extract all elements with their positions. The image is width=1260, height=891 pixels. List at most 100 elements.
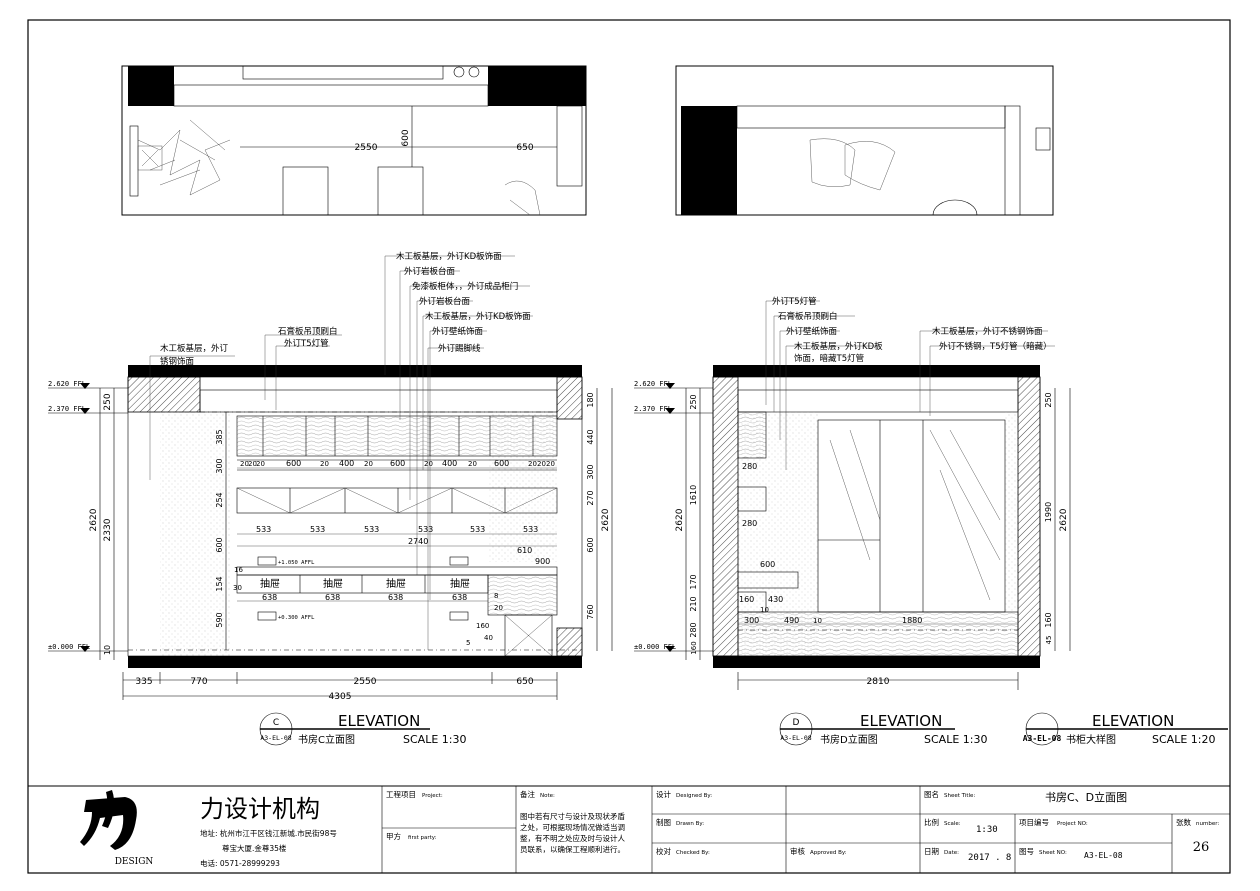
title-d-word: ELEVATION <box>860 712 942 730</box>
dim-c-small-4: 8 <box>494 592 498 600</box>
level-c-3: ±0.000 FFL <box>48 643 90 651</box>
plan-c-dim-2: 600 <box>401 129 411 146</box>
drawer-width-3: 638 <box>388 593 403 602</box>
logo-mark <box>80 790 137 850</box>
note-c-3: 免漆板柜体，，外订成品柜门 <box>412 281 518 292</box>
dim-c-mid-3: 533 <box>364 525 379 534</box>
dim-c-small-3: 5 <box>466 639 470 647</box>
dim-c-mid-5: 533 <box>470 525 485 534</box>
sheets-value: 26 <box>1193 840 1210 855</box>
dim-c-right-5: 600 <box>586 537 595 552</box>
drawn-en: Drawn By: <box>676 821 704 827</box>
note-c-4: 外订岩板台面 <box>419 296 471 307</box>
sheets-en: number: <box>1196 821 1219 827</box>
note-d-3: 外订壁纸饰面 <box>786 326 838 337</box>
dims-bottom-c: 335 770 2550 650 4305 <box>122 672 558 702</box>
dim-d-inner-10: 1880 <box>902 616 922 625</box>
dim-c-left-4: 10 <box>103 645 112 655</box>
drawn-label: 制图 <box>656 817 671 827</box>
title-d: D A3-EL-08 ELEVATION 书房D立面图 SCALE 1:30 <box>779 712 987 746</box>
dim-c-small-1: 16 <box>234 566 243 574</box>
note-c-5: 木工板基层，外订KD板饰面 <box>425 311 531 322</box>
glass-doors <box>817 419 1006 613</box>
title-d-sheet: A3-EL-08 <box>780 734 811 742</box>
note-d-6: 木工板基层，外订不锈钢饰面 <box>932 326 1043 337</box>
dims-mid-c: 533 533 533 533 533 533 2740 610 900 <box>237 525 557 566</box>
dim-c-inner-3: 254 <box>215 492 224 507</box>
dim-c-upper-5: 20 <box>320 460 329 468</box>
dim-d-left-3: 2620 <box>675 508 685 531</box>
design-en: Designed By: <box>676 793 712 799</box>
drawer-label-2: 抽屉 <box>323 577 343 590</box>
project-label: 工程项目 <box>386 790 416 799</box>
dim-c-upper-13: 20 <box>528 460 537 468</box>
dim-d-left-2: 1610 <box>689 485 698 505</box>
dim-c-upper-12: 600 <box>494 459 509 468</box>
dim-c-bottom-3: 2550 <box>354 677 377 687</box>
dim-c-small-7: 40 <box>484 634 493 642</box>
level-d-2: 2.370 FFL <box>634 405 672 413</box>
dim-c-right-3: 300 <box>586 464 595 479</box>
note-c-7: 外订踢脚线 <box>438 343 481 354</box>
drawer-label-1: 抽屉 <box>260 577 280 590</box>
note-d-2: 石膏板吊顶刷白 <box>778 311 838 322</box>
plan-c-dim-3: 650 <box>516 143 533 153</box>
drawer-label-3: 抽屉 <box>386 577 406 590</box>
dim-d-inner-6: 10 <box>760 606 769 614</box>
title-detail: A3-EL-08 ELEVATION 书柜大样图 SCALE 1:20 <box>1023 712 1228 746</box>
note-c-6: 外订壁纸饰面 <box>432 326 484 337</box>
dim-d-left-6: 280 <box>689 622 698 637</box>
scale-label: 比例 <box>924 817 939 827</box>
dim-d-right-4: 160 <box>1044 612 1053 627</box>
dim-c-right-4: 270 <box>586 490 595 505</box>
title-c-word: ELEVATION <box>338 712 420 730</box>
dims-upper-c: 20 20 20 600 20 400 20 600 20 400 20 600… <box>237 459 557 469</box>
dim-c-small-6: 160 <box>476 622 489 630</box>
dim-c-inner-2: 300 <box>215 458 224 473</box>
approved-en: Approved By: <box>810 850 847 856</box>
dim-c-right-2: 440 <box>586 429 595 444</box>
note-text-4: 员联系，以确保工程顺利进行。 <box>520 844 625 854</box>
date-value: 2017 . 8 <box>968 853 1011 863</box>
height-c-2: +0.300 AFFL <box>278 615 315 621</box>
dim-d-left-5: 210 <box>689 596 698 611</box>
dim-c-bottom-total: 4305 <box>329 692 352 702</box>
note-c-1: 木工板基层，外订KD板饰面 <box>396 251 502 262</box>
design-label: 设计 <box>656 789 671 799</box>
dim-c-mid-2: 533 <box>310 525 325 534</box>
plan-c-dim-1: 2550 <box>355 143 378 153</box>
dim-c-right-7: 2620 <box>601 508 611 531</box>
dim-c-bottom-1: 335 <box>135 677 152 687</box>
dim-c-mid-1: 533 <box>256 525 271 534</box>
dims-inner-d: 280 280 600 160 430 10 300 490 10 1880 <box>738 462 1018 625</box>
sheet-title-en: Sheet Title: <box>944 793 975 799</box>
dim-d-right-1: 250 <box>1044 392 1053 407</box>
level-c-1: 2.620 FFL <box>48 380 86 388</box>
drawer-width-1: 638 <box>262 593 277 602</box>
leader-lines-d <box>765 300 1055 470</box>
dim-c-upper-15: 20 <box>546 460 555 468</box>
dim-c-upper-10: 400 <box>442 459 457 468</box>
note-c-10: 木工板基层，外订 <box>160 343 229 354</box>
address-line-1: 地址: 杭州市江干区钱江新城.市民街98号 <box>200 828 337 838</box>
dims-left-c: 250 2330 2620 10 385 300 254 600 154 590 <box>89 388 227 660</box>
company-name: 力设计机构 <box>200 795 320 823</box>
dim-d-right-2: 1990 <box>1044 502 1053 522</box>
dim-d-right-5: 45 <box>1045 636 1053 645</box>
note-d-4: 木工板基层，外订KD板 <box>794 341 883 352</box>
sockets-c: +1.050 AFFL +0.300 AFFL <box>257 556 469 621</box>
dim-d-left-1: 250 <box>689 394 698 409</box>
checked-en: Checked By: <box>676 850 710 856</box>
title-detail-sheet: A3-EL-08 <box>1023 734 1062 743</box>
sheet-title-label: 图名 <box>924 789 939 799</box>
dim-c-desk-1: 610 <box>517 546 532 555</box>
dim-c-upper-4: 600 <box>286 459 301 468</box>
note-d-7: 外订不锈钢，T5灯管（暗藏） <box>939 341 1052 352</box>
dim-c-inner-4: 600 <box>215 537 224 552</box>
dim-c-inner-1: 385 <box>215 429 224 444</box>
party-en: first party: <box>408 835 437 841</box>
dim-c-right-1: 180 <box>586 392 595 407</box>
sheet-no-value: A3-EL-08 <box>1084 851 1123 860</box>
dim-c-total-inner: 2740 <box>408 537 428 546</box>
